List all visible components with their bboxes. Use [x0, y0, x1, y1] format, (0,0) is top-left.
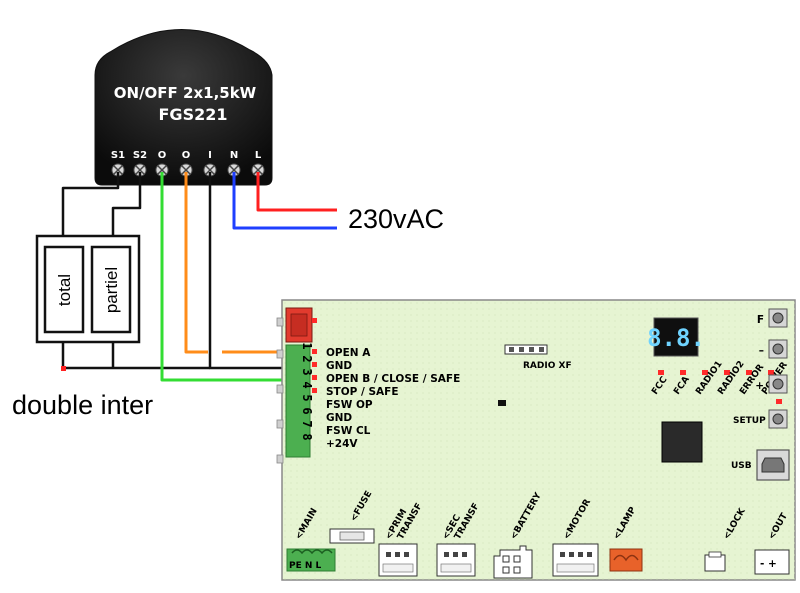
terminal-block: [285, 344, 311, 458]
terminal-led: [312, 375, 317, 380]
module-pin-labels: S1 S2 O O I N L: [111, 150, 262, 161]
radio-label: RADIO XF: [523, 361, 572, 371]
terminal-label: STOP / SAFE: [326, 386, 399, 398]
s2-wire: [111, 172, 142, 236]
terminal-label: GND: [326, 360, 352, 372]
terminal-number: 8: [300, 433, 314, 440]
module-pin-label: L: [255, 150, 262, 161]
terminal-label: OPEN A: [326, 347, 371, 359]
status-led: [702, 370, 708, 375]
side-button[interactable]: [768, 374, 788, 394]
lamp-connector: [609, 548, 643, 572]
module-title: ON/OFF 2x1,5kW: [114, 84, 257, 102]
cpu-chip: [661, 421, 703, 463]
terminal-screw-icon: [111, 163, 125, 177]
module-body: [94, 29, 273, 186]
side-button-label: –: [759, 345, 764, 357]
switch-left-rocker: [43, 245, 85, 334]
relay-module: ON/OFF 2x1,5kW FGS221 S1 S2 O O I N L: [94, 29, 273, 186]
switch-caption: double inter: [12, 390, 153, 420]
module-pin-label: O: [158, 150, 167, 161]
motor-connector: [552, 543, 599, 577]
module-pin-label: O: [182, 150, 191, 161]
terminal-number: 5: [300, 394, 314, 401]
double-switch: total partiel: [35, 234, 141, 344]
usb-label: USB: [731, 461, 752, 471]
wires: [61, 172, 337, 382]
module-pin-label: N: [230, 150, 238, 161]
switch-right-rocker: [90, 245, 132, 334]
main-connector: PE N L: [286, 548, 336, 572]
terminal-led: [312, 388, 317, 393]
side-button[interactable]: [768, 308, 788, 328]
terminal-number: 1: [300, 342, 314, 349]
module-pin-label: S2: [133, 150, 147, 161]
terminal-number: 7: [300, 420, 314, 427]
terminal-numbers: 1 2 3 4 5 6 7 8: [300, 342, 314, 440]
terminal-screw-icon: [227, 163, 241, 177]
setup-led: [776, 399, 782, 404]
junction-marker: [61, 366, 66, 371]
side-buttons: F – +: [755, 308, 788, 394]
out-connector: - +: [754, 549, 790, 575]
status-led: [746, 370, 752, 375]
setup-label: SETUP: [733, 416, 766, 426]
terminal-screw-icon: [155, 163, 169, 177]
switch-right-label: partiel: [102, 267, 121, 313]
sec-transf-connector: [436, 543, 476, 577]
terminal-number: 6: [300, 407, 314, 414]
small-chip: [498, 400, 506, 406]
display-value: 8.8.: [647, 324, 705, 352]
switch-common-wire: [61, 342, 210, 370]
module-model: FGS221: [159, 105, 228, 124]
live-wire: [256, 172, 337, 212]
fuse: [329, 528, 375, 544]
terminal-label: FSW OP: [326, 399, 373, 411]
usb-port[interactable]: [756, 449, 790, 481]
side-button-label: F: [757, 314, 764, 326]
status-led: [768, 370, 774, 375]
terminal-label: +24V: [326, 438, 358, 450]
terminal-led: [312, 349, 317, 354]
radio-connector: RADIO XF: [504, 344, 572, 371]
neutral-wire: [232, 172, 337, 230]
terminal-number: 3: [300, 368, 314, 375]
terminal-leds: [312, 349, 317, 393]
out-pins: - +: [760, 558, 777, 570]
status-led: [680, 370, 686, 375]
green-wire: [160, 172, 300, 382]
status-led: [724, 370, 730, 375]
setup-button[interactable]: [768, 409, 788, 429]
terminal-label: GND: [326, 412, 352, 424]
status-led: [658, 370, 664, 375]
board-edge-tabs: [276, 317, 284, 464]
battery-connector: [493, 545, 533, 579]
terminal-label: FSW CL: [326, 425, 371, 437]
main-pins: PE N L: [289, 561, 322, 571]
side-button[interactable]: [768, 339, 788, 359]
terminal-label: OPEN B / CLOSE / SAFE: [326, 373, 460, 385]
terminal-screw-icon: [203, 163, 217, 177]
prim-transf-connector: [378, 543, 418, 577]
seven-segment-display: 8.8.: [647, 317, 705, 357]
side-button-label: +: [755, 380, 764, 392]
orange-wire: [184, 172, 208, 354]
terminal-number: 2: [300, 355, 314, 362]
lock-connector: [704, 551, 726, 572]
module-pin-label: S1: [111, 150, 125, 161]
module-pin-label: I: [208, 150, 212, 161]
terminal-number: 4: [300, 381, 314, 388]
switch-left-label: total: [55, 274, 74, 306]
s1-wire: [61, 172, 120, 236]
terminal-led: [312, 362, 317, 367]
supply-label: 230vAC: [348, 204, 444, 234]
